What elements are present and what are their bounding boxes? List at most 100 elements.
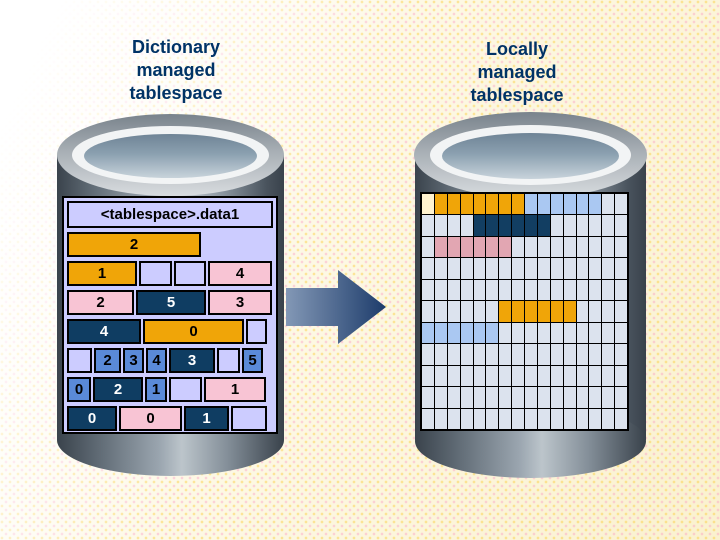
grid-cell-free-block — [589, 408, 602, 429]
grid-cell-blue-extent-block — [563, 194, 576, 215]
grid-cell-free-block — [473, 344, 486, 365]
grid-cell-free-block — [512, 344, 524, 365]
grid-cell-orange-extent-block — [486, 194, 499, 215]
free-extent-segment — [139, 261, 172, 286]
grid-cell-free-block — [589, 365, 602, 387]
grid-cell-free-block — [473, 258, 486, 279]
grid-cell-orange-extent-block — [563, 301, 576, 322]
grid-cell-free-block — [563, 344, 576, 365]
grid-cell-free-block — [460, 344, 473, 365]
grid-cell-free-block — [602, 279, 615, 301]
grid-cell-free-block — [486, 408, 499, 429]
grid-cell-blue-extent-block — [447, 322, 460, 344]
grid-cell-free-block — [563, 387, 576, 408]
right-title-line: managed — [477, 62, 557, 82]
grid-cell-free-block — [537, 365, 550, 387]
grid-cell-free-block — [499, 387, 512, 408]
grid-cell-free-block — [512, 408, 524, 429]
grid-cell-free-block — [589, 279, 602, 301]
extent-segment: 5 — [242, 348, 263, 373]
grid-cell-free-block — [563, 279, 576, 301]
grid-cell-free-block — [615, 344, 627, 365]
grid-cell-free-block — [576, 344, 589, 365]
grid-cell-free-block — [512, 322, 524, 344]
grid-cell-free-block — [434, 258, 447, 279]
grid-cell-free-block — [499, 365, 512, 387]
grid-cell-pink-extent-block — [473, 236, 486, 258]
left-title-line: managed — [136, 60, 216, 80]
grid-cell-orange-extent-block — [512, 194, 524, 215]
grid-cell-free-block — [589, 215, 602, 236]
grid-cell-free-block — [576, 236, 589, 258]
grid-cell-free-block — [447, 301, 460, 322]
grid-cell-free-block — [563, 258, 576, 279]
grid-cell-free-block — [460, 258, 473, 279]
grid-cell-free-block — [434, 344, 447, 365]
grid-cell-free-block — [525, 408, 537, 429]
grid-cell-free-block — [422, 236, 434, 258]
grid-cell-free-block — [499, 258, 512, 279]
extent-segment: 1 — [204, 377, 266, 402]
grid-cell-free-block — [434, 365, 447, 387]
grid-cell-free-block — [447, 387, 460, 408]
grid-cell-free-block — [563, 408, 576, 429]
grid-cell-free-block — [525, 387, 537, 408]
grid-cell-free-block — [589, 236, 602, 258]
grid-cell-free-block — [447, 258, 460, 279]
grid-cell-free-block — [434, 215, 447, 236]
grid-cell-free-block — [447, 408, 460, 429]
datafile-name-header: <tablespace>.data1 — [67, 201, 273, 228]
left-cylinder-opening — [84, 134, 257, 178]
grid-cell-free-block — [447, 279, 460, 301]
grid-cell-free-block — [525, 279, 537, 301]
free-extent-segment — [231, 406, 267, 431]
grid-cell-free-block — [550, 279, 563, 301]
grid-cell-free-block — [460, 301, 473, 322]
grid-cell-blue-extent-block — [473, 322, 486, 344]
grid-cell-free-block — [473, 408, 486, 429]
grid-cell-free-block — [434, 408, 447, 429]
grid-cell-free-block — [537, 258, 550, 279]
grid-cell-free-block — [422, 387, 434, 408]
grid-cell-free-block — [550, 215, 563, 236]
grid-cell-free-block — [499, 344, 512, 365]
extent-segment: 1 — [145, 377, 167, 402]
grid-cell-free-block — [499, 322, 512, 344]
grid-cell-free-block — [537, 322, 550, 344]
grid-cell-header-block — [422, 194, 434, 215]
transition-arrow-icon — [286, 270, 386, 344]
grid-cell-free-block — [512, 236, 524, 258]
extent-segment: 2 — [67, 290, 134, 315]
grid-cell-free-block — [434, 387, 447, 408]
grid-cell-free-block — [422, 344, 434, 365]
grid-cell-free-block — [486, 387, 499, 408]
grid-cell-free-block — [576, 258, 589, 279]
grid-cell-free-block — [550, 344, 563, 365]
grid-cell-orange-extent-block — [537, 301, 550, 322]
grid-cell-free-block — [615, 322, 627, 344]
grid-cell-orange-extent-block — [473, 194, 486, 215]
extent-segment: 3 — [169, 348, 215, 373]
grid-cell-free-block — [550, 387, 563, 408]
grid-cell-free-block — [512, 258, 524, 279]
grid-cell-free-block — [615, 236, 627, 258]
grid-cell-free-block — [563, 365, 576, 387]
extent-segment: 0 — [143, 319, 244, 344]
grid-cell-navy-extent-block — [486, 215, 499, 236]
grid-cell-free-block — [550, 408, 563, 429]
grid-cell-free-block — [602, 215, 615, 236]
extent-segment: 2 — [67, 232, 201, 257]
grid-cell-free-block — [422, 258, 434, 279]
grid-cell-free-block — [525, 322, 537, 344]
grid-cell-blue-extent-block — [576, 194, 589, 215]
extent-segment: 3 — [208, 290, 272, 315]
grid-cell-free-block — [434, 301, 447, 322]
grid-cell-free-block — [422, 408, 434, 429]
grid-cell-free-block — [563, 322, 576, 344]
grid-cell-orange-extent-block — [525, 301, 537, 322]
grid-cell-free-block — [422, 279, 434, 301]
grid-cell-free-block — [447, 215, 460, 236]
